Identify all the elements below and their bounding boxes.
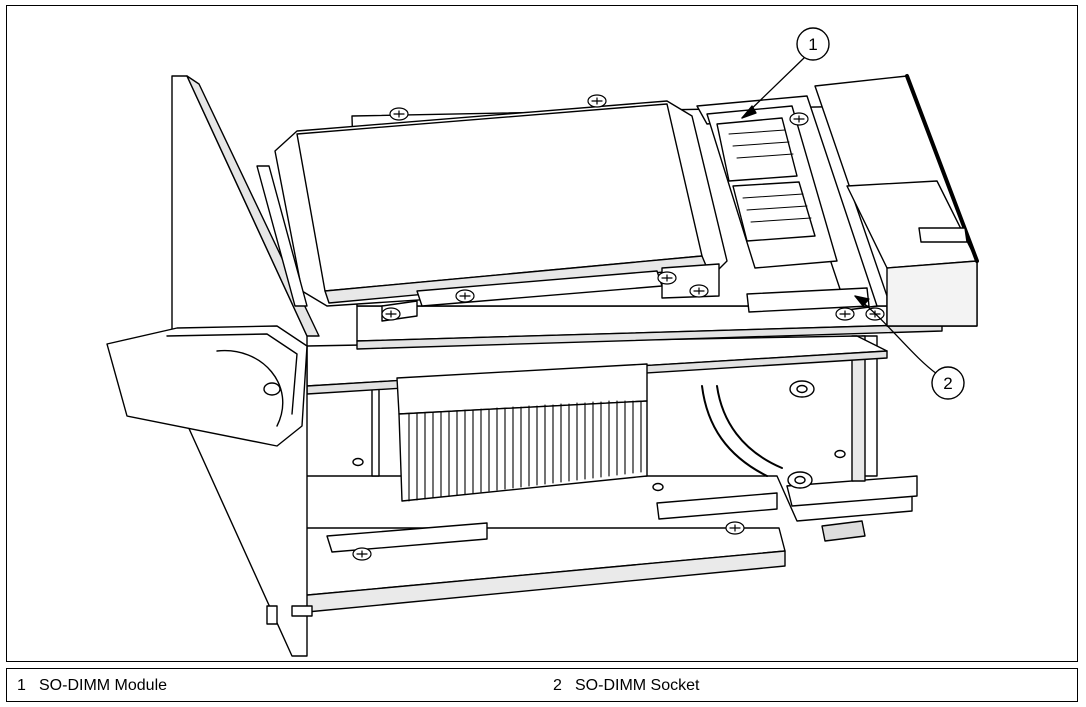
so-dimm-module (706, 105, 838, 269)
right-enclosure (814, 74, 979, 327)
callout-leaders (741, 57, 938, 375)
legend-number: 2 (553, 677, 562, 694)
legend-number: 1 (17, 677, 26, 694)
hardware-illustration: 1 2 (106, 27, 979, 657)
callout-2: 2 (931, 366, 965, 400)
cable (701, 385, 783, 477)
callout-1: 1 (796, 27, 830, 61)
hard-drive (274, 100, 728, 322)
legend-item-so-dimm-socket: 2 SO-DIMM Socket (553, 677, 699, 695)
callout-1-number: 1 (808, 35, 817, 54)
chassis-tray (266, 475, 918, 613)
callout-2-number: 2 (943, 374, 952, 393)
mounting-posts (352, 335, 878, 492)
screws (352, 94, 885, 561)
ejector-handle (106, 325, 308, 447)
legend-item-so-dimm-module: 1 SO-DIMM Module (17, 677, 167, 695)
legend-label: SO-DIMM Module (39, 677, 168, 694)
heatsink (396, 363, 648, 502)
figure-frame: 1 2 (6, 5, 1078, 662)
legend-label: SO-DIMM Socket (575, 677, 700, 694)
legend-table: 1 SO-DIMM Module 2 SO-DIMM Socket (6, 668, 1078, 702)
